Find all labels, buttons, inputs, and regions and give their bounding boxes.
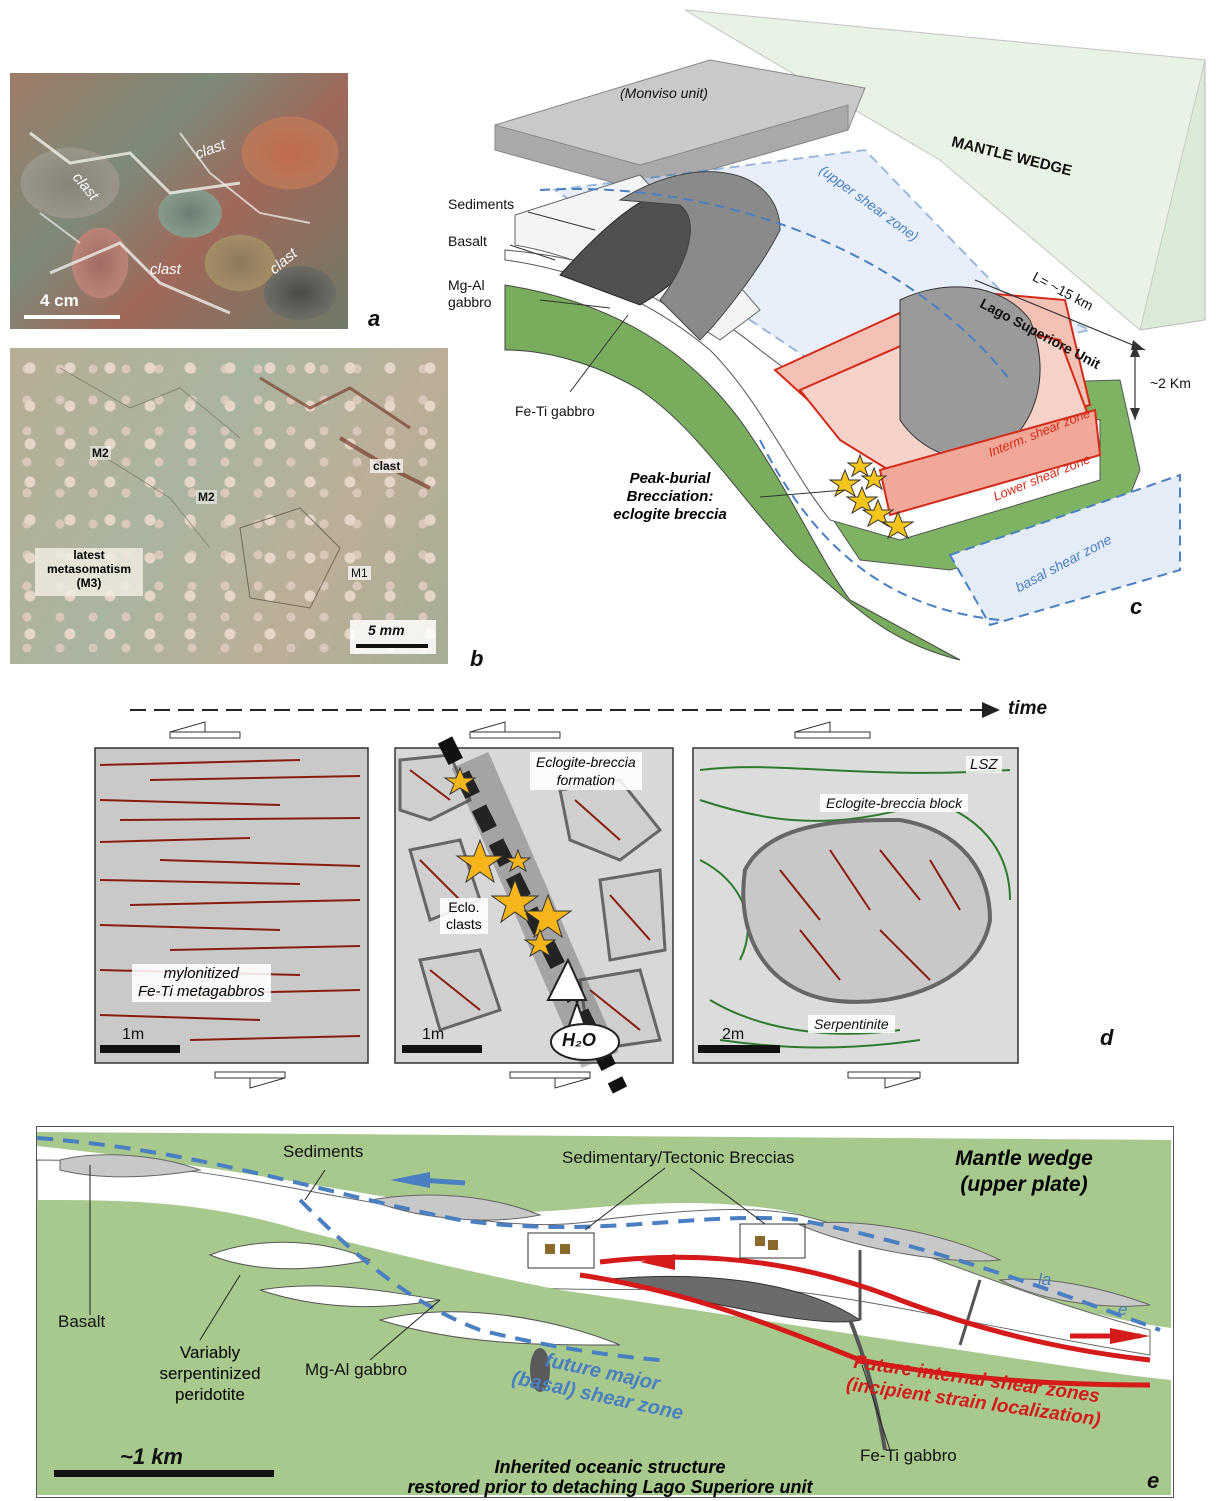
clast-label: clast [370, 459, 404, 473]
m2-label: M2 [196, 490, 217, 504]
scale-label-3: 2m [722, 1026, 745, 1043]
scale-bar-1 [100, 1045, 180, 1053]
scale-bar [356, 644, 428, 648]
e-label: e [1118, 1300, 1128, 1319]
lsz-label: LSZ [966, 756, 1002, 773]
panel-letter-e: e [1147, 1468, 1160, 1493]
feti-pod [530, 1348, 550, 1392]
serpentinite-body [504, 284, 961, 661]
peridotite-label: Variably serpentinized peridotite [150, 1342, 270, 1405]
peak-line: Peak-burial [629, 470, 711, 487]
mylonite-label: mylonitized Fe-Ti metagabbros [132, 964, 271, 1002]
outcrop-photo: clast clast clast clast 4 cm [10, 73, 348, 329]
monviso-label: (Monviso unit) [620, 85, 708, 101]
la-label: la [1038, 1270, 1052, 1289]
m3-label-box: latest metasomatism (M3) [35, 548, 143, 596]
m3-label-line: metasomatism [46, 562, 132, 576]
scale-bar-e [54, 1470, 274, 1477]
eclo-clasts-line: clasts [446, 916, 482, 932]
mantle-wedge-label-e: Mantle wedge (upper plate) [934, 1146, 1114, 1198]
peridotite-line: Variably [179, 1343, 241, 1362]
breccia-block-label: Eclogite-breccia block [820, 794, 969, 812]
panel-letter-a: a [368, 306, 381, 331]
scale-box [350, 620, 436, 654]
h2o-bubble [550, 1023, 620, 1061]
block-diagram [494, 9, 1206, 661]
mgal-label: gabbro [448, 294, 492, 310]
thickness-label: ~2 Km [1150, 375, 1191, 391]
mantle-wedge-line: Mantle wedge [955, 1147, 1093, 1170]
lower-plate [37, 1200, 1171, 1495]
scale-label: 5 mm [368, 622, 405, 638]
h2o-label: H₂O [562, 1030, 596, 1050]
time-sequence [94, 702, 1019, 1094]
caption-e: Inherited oceanic structure restored pri… [330, 1457, 890, 1497]
outcrop-veins [29, 131, 311, 315]
eclo-clasts-line: Eclo. [448, 899, 480, 915]
mantle-wedge-line: (upper plate) [960, 1173, 1088, 1196]
basalt-label: Basalt [448, 233, 487, 249]
scale-bar [24, 315, 120, 319]
mgal-label-e: Mg-Al gabbro [305, 1360, 408, 1379]
panel-letter-c: c [1130, 594, 1143, 619]
breccia-block [741, 817, 993, 1004]
feti-label: Fe-Ti gabbro [515, 403, 595, 419]
sediments-label-e: Sediments [283, 1142, 364, 1161]
scale-bar-2 [402, 1045, 482, 1053]
breccia-box-1 [527, 1232, 595, 1269]
breccia-box-2 [739, 1223, 806, 1259]
future-internal-shear [599, 1254, 1151, 1363]
breccia-formation-line: formation [556, 772, 615, 788]
scale-label-e: ~1 km [120, 1444, 183, 1469]
peak-burial-label: Peak-burial Brecciation: eclogite brecci… [570, 470, 770, 524]
scale-bar-3 [698, 1045, 780, 1053]
panel-letter-b: b [470, 646, 484, 671]
clast-label: clast [150, 261, 181, 278]
panel-letter-d: d [1100, 1025, 1114, 1050]
serpentinite-label: Serpentinite [808, 1015, 895, 1033]
m3-label-line: (M3) [76, 576, 102, 590]
caption-line: restored prior to detaching Lago Superio… [407, 1477, 813, 1497]
scale-label-2: 1m [422, 1026, 445, 1043]
mantle-wedge-upper-plate [37, 1132, 1171, 1328]
mylonite-line: mylonitized [163, 965, 239, 982]
future-basal-shear [298, 1198, 661, 1362]
block-clast-lines [779, 849, 961, 981]
eclo-clasts-label: Eclo. clasts [440, 898, 488, 934]
sediments-label: Sediments [448, 196, 515, 212]
thin-section-texture [59, 367, 431, 609]
basalt-label-e: Basalt [58, 1312, 106, 1331]
feti-label-e: Fe-Ti gabbro [860, 1446, 957, 1465]
fold-lower [899, 286, 1041, 459]
thin-section-photo: M2 M2 clast M1 latest metasomatism (M3) … [10, 348, 448, 664]
peridotite-line: peridotite [175, 1385, 245, 1404]
caption-line: Inherited oceanic structure [494, 1457, 726, 1477]
m1-label: M1 [348, 566, 371, 580]
time-label: time [1008, 698, 1048, 719]
length-arrow [974, 279, 1146, 351]
peridotite-line: serpentinized [159, 1364, 261, 1383]
lower-shear-zone [878, 408, 1102, 517]
breccias-label: Sedimentary/Tectonic Breccias [562, 1148, 795, 1167]
mylonite-line: Fe-Ti metagabbros [138, 983, 265, 1000]
upper-shear-dashed [36, 1136, 1161, 1332]
peak-line: eclogite breccia [613, 506, 727, 523]
m2-label: M2 [90, 446, 111, 460]
cross-section [36, 1132, 1171, 1495]
breccia-formation-label: Eclogite-breccia formation [530, 752, 642, 790]
peak-line: Brecciation: [626, 488, 714, 505]
scale-label-1: 1m [122, 1026, 145, 1043]
breccia-formation-line: Eclogite-breccia [536, 754, 636, 770]
m3-label-line: latest [73, 548, 105, 562]
mgal-label: Mg-Al [448, 277, 485, 293]
scale-label: 4 cm [40, 291, 79, 310]
mylonite-lines [99, 759, 361, 1041]
breccia-clast-lines [409, 769, 651, 1031]
basal-shear-zone [948, 473, 1181, 627]
box2-stars [443, 766, 573, 958]
